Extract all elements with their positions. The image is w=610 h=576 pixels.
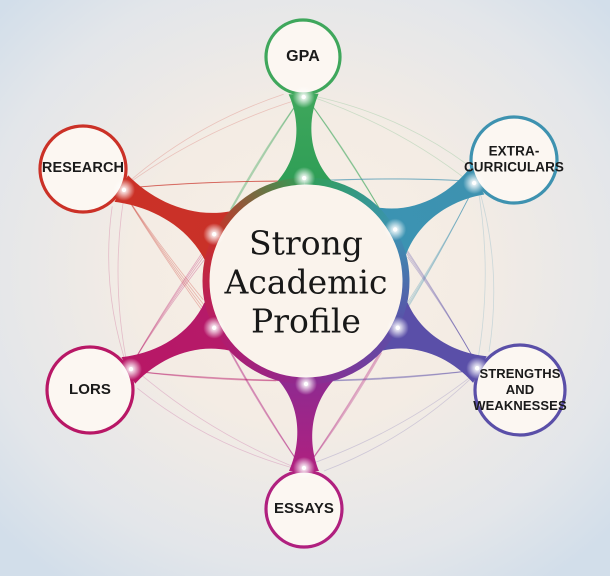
node-circles (38, 18, 567, 549)
node-circle-lors (45, 345, 135, 435)
spoke-strengths (382, 302, 487, 383)
spoke-research (114, 175, 230, 260)
spoke-gpa (277, 93, 332, 182)
spoke-essays (279, 381, 333, 471)
center-circle (209, 184, 403, 378)
node-circle-gpa (264, 18, 342, 96)
node-circle-research (38, 124, 128, 214)
node-circle-strengths (473, 343, 567, 437)
spoke-lors (121, 302, 230, 384)
node-circle-essays (264, 469, 344, 549)
sparkle-glints (112, 85, 489, 479)
center-gradient-ring (202, 177, 410, 385)
node-circle-extracurriculars (469, 115, 559, 205)
